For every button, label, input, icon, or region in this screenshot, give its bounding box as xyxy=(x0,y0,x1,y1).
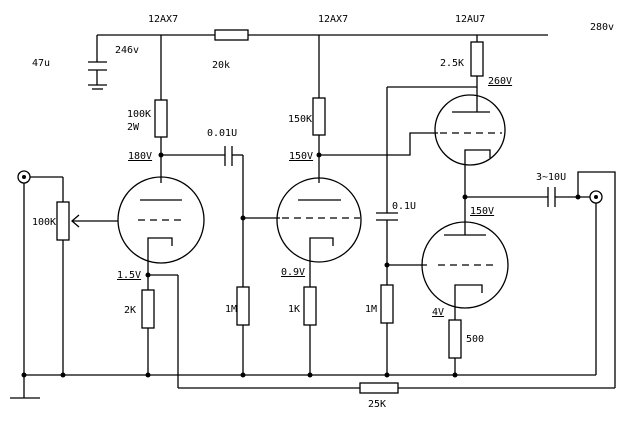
input-jack xyxy=(17,170,63,375)
cathode-res1-label: 2K xyxy=(124,305,136,316)
grid-resistor-2 xyxy=(236,286,250,375)
ground-bus xyxy=(10,372,596,399)
supply-voltage-label: 280v xyxy=(590,22,614,33)
output-cap-label: 3~10U xyxy=(536,172,566,183)
b-plus-1-label: 246v xyxy=(115,45,139,56)
plate3-voltage-label: 260V xyxy=(488,76,512,87)
plate-res3-label: 2.5K xyxy=(440,58,464,69)
volume-pot xyxy=(56,177,118,375)
dropper-label: 20k xyxy=(212,60,230,71)
coupling-cap2-label: 0.1U xyxy=(392,201,416,212)
feedback-resistor xyxy=(178,382,615,394)
filter-cap-label: 47u xyxy=(32,58,50,69)
plate1-voltage-label: 180V xyxy=(128,151,152,162)
cathode1-voltage-label: 1.5V xyxy=(117,270,141,281)
cathode-resistor-3 xyxy=(448,319,462,375)
tube2-label: 12AX7 xyxy=(318,14,348,25)
plate-resistor-1 xyxy=(154,35,168,183)
coupling-cap1-label: 0.01U xyxy=(207,128,237,139)
tube-2 xyxy=(276,177,362,287)
tube1-label: 12AX7 xyxy=(148,14,178,25)
filter-capacitor xyxy=(88,61,107,90)
cathode2-voltage-label: 0.9V xyxy=(281,267,305,278)
grid-resistor-3 xyxy=(380,284,394,375)
grid-res3-label: 1M xyxy=(365,304,377,315)
tube-3-lower xyxy=(421,221,509,320)
cathode-resistor-1 xyxy=(141,272,179,388)
dropper-resistor xyxy=(214,29,249,41)
tube3-label: 12AU7 xyxy=(455,14,485,25)
grid-res2-label: 1M xyxy=(225,304,237,315)
coupling-capacitor-1 xyxy=(161,146,280,287)
output-capacitor xyxy=(462,187,590,207)
tube-1 xyxy=(117,176,205,290)
output-jack xyxy=(577,171,616,388)
b-plus-rail xyxy=(96,34,548,62)
cathode3-voltage-label: 4V xyxy=(432,307,444,318)
plate-resistor-2 xyxy=(312,35,438,183)
cathode-resistor-2 xyxy=(303,286,317,375)
plate-resistor-3 xyxy=(470,35,484,112)
plate-res1-label-a: 100K xyxy=(127,109,151,120)
cathode-res3-label: 500 xyxy=(466,334,484,345)
plate-res2-label: 150K xyxy=(288,114,312,125)
cathode3b-voltage-label: 150V xyxy=(470,206,494,217)
pot-label: 100K xyxy=(32,217,56,228)
cathode-res2-label: 1K xyxy=(288,304,300,315)
feedback-res-label: 25K xyxy=(368,399,386,410)
plate2-voltage-label: 150V xyxy=(289,151,313,162)
coupling-capacitor-2 xyxy=(376,86,477,285)
plate-res1-label-b: 2W xyxy=(127,122,140,133)
